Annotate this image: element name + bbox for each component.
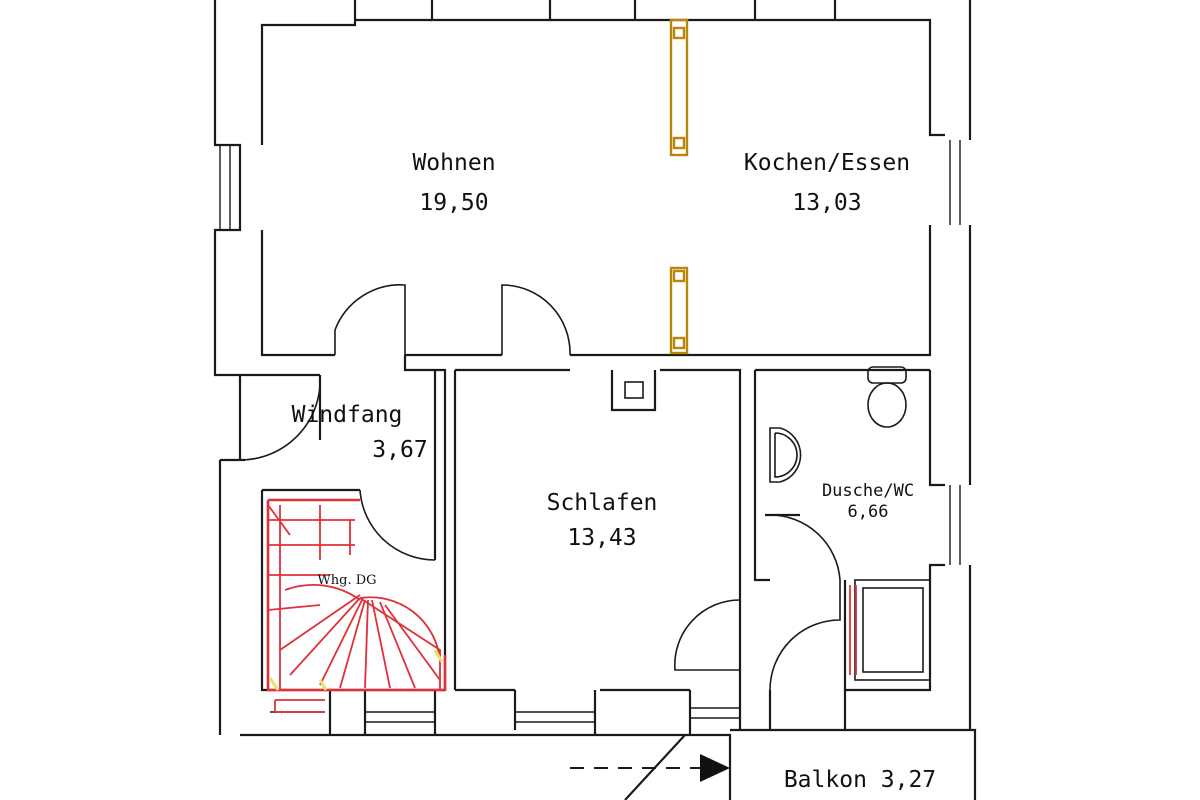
room-name-windfang: Windfang [292,402,403,428]
room-name-dusche-wc: Dusche/WC [822,481,914,501]
room-area-kochen-essen: 13,03 [792,190,861,216]
room-name-kochen-essen: Kochen/Essen [744,150,910,176]
stair-label: Whg. DG [317,573,376,588]
windows [219,140,961,723]
shower-icon [849,579,931,681]
doors [239,284,841,691]
staircase [266,498,447,713]
room-area-wohnen: 19,50 [419,190,488,216]
room-area-dusche-wc: 6,66 [848,502,889,522]
beam-upper [669,18,689,157]
beams [669,18,689,355]
room-name-schlafen: Schlafen [547,490,658,516]
room-area-windfang: 3,67 [372,437,427,463]
room-labels: Wohnen 19,50 Kochen/Essen 13,03 Windfang… [292,150,937,793]
outer-walls [213,0,977,800]
beam-lower [669,266,689,355]
room-name-wohnen: Wohnen [412,150,495,176]
sink-icon [769,427,802,483]
room-area-schlafen: 13,43 [567,525,636,551]
entrance-arrow [570,734,730,800]
room-label-balkon: Balkon 3,27 [784,767,936,793]
toilet-icon [867,366,907,428]
bathroom-fixtures [769,366,931,681]
